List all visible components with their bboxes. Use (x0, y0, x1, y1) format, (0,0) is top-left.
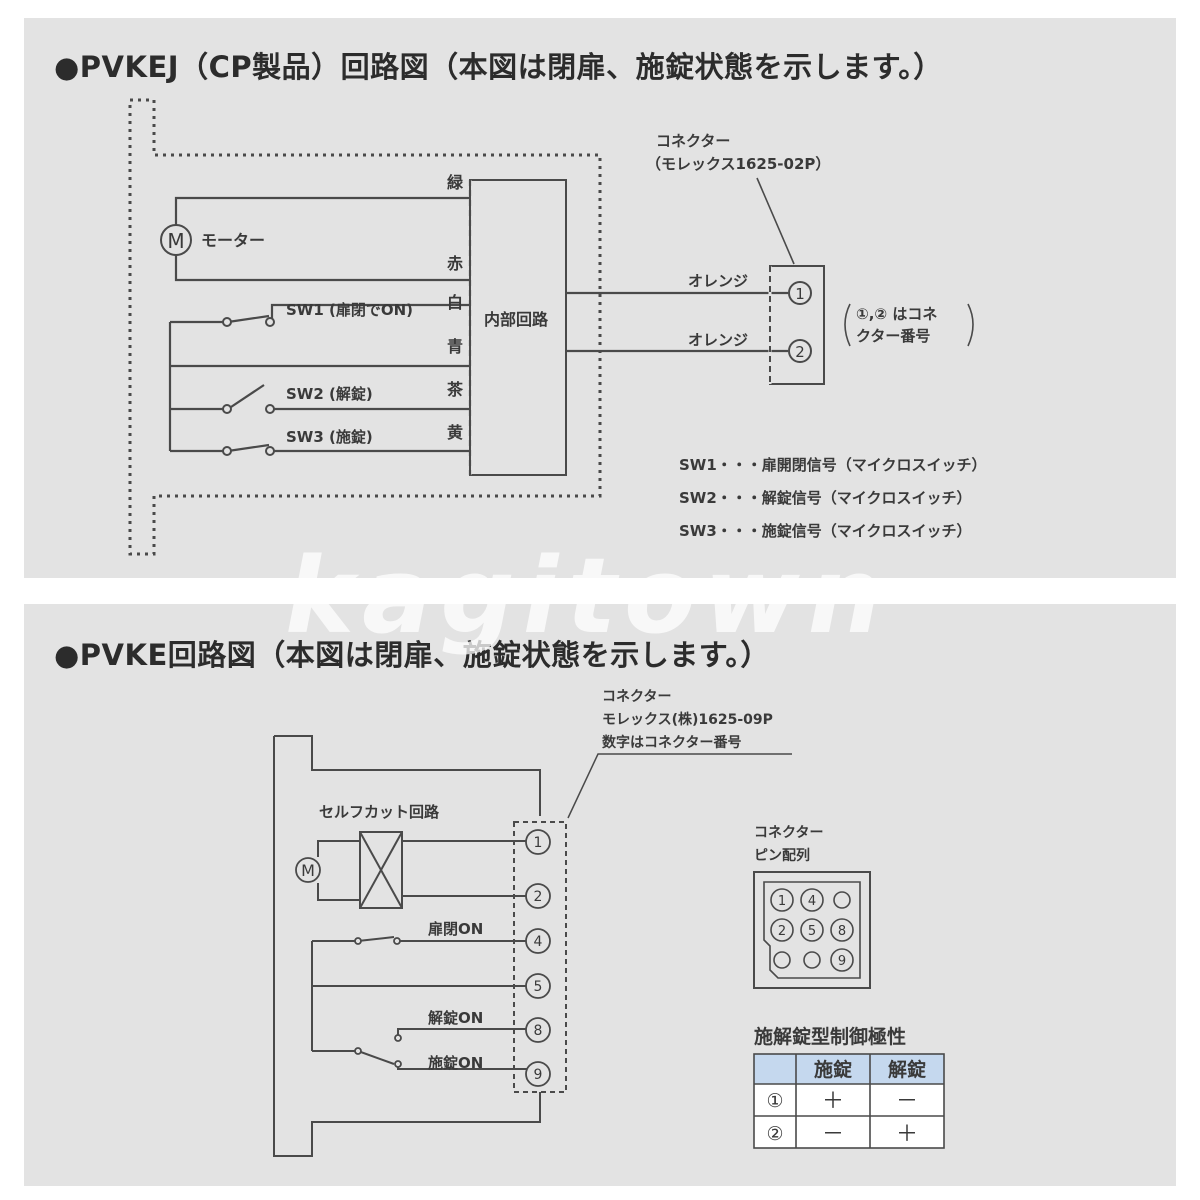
legend-item: SW3・・・施錠信号（マイクロスイッチ） (679, 522, 972, 540)
polarity-cell: － (822, 1122, 844, 1147)
pin-number: 1 (534, 835, 543, 851)
motor-symbol: M (167, 229, 184, 253)
pin-number: 9 (534, 1067, 543, 1083)
pvkej-title: ●PVKEJ（CP製品）回路図（本図は閉扉、施錠状態を示します。） (54, 50, 943, 84)
polarity-cell: － (896, 1089, 918, 1114)
pin-grid-cell (770, 918, 794, 942)
wire-color-label: 緑 (447, 173, 464, 192)
wire-color-label: 青 (447, 337, 463, 356)
pin-grid-cell (830, 948, 854, 972)
pin-grid-cell (803, 951, 821, 969)
motor-wire-bottom (317, 883, 360, 901)
internal-circuit-box (469, 179, 567, 476)
pin-number: 5 (534, 979, 543, 995)
sw1-arm (227, 314, 270, 324)
connector-pin (525, 1017, 551, 1043)
polarity-title: 施解錠型制御極性 (754, 1025, 906, 1048)
pin-number: 8 (534, 1023, 543, 1039)
wire-color-label: 赤 (447, 254, 463, 273)
polarity-cell: ① (766, 1090, 783, 1112)
connector-leader (756, 177, 795, 265)
wire-color-label: 黄 (447, 423, 463, 442)
pin-layout-title: コネクター (754, 825, 823, 841)
orange-label-1: オレンジ (688, 272, 748, 290)
housing-outline (128, 98, 602, 556)
pin-grid-cell (830, 918, 854, 942)
pin-grid-label: 4 (808, 894, 816, 909)
switch-label-lock: 施錠ON (428, 1054, 483, 1072)
polarity-header: 施錠 (814, 1058, 852, 1081)
sw1-wire-b (270, 303, 470, 322)
pvke-title: ●PVKE回路図（本図は閉扉、施錠状態を示します。） (54, 638, 770, 672)
switch-label-door: 扉閉ON (427, 920, 483, 938)
sw3-label: SW3 (施錠) (286, 428, 373, 446)
self-cut-box (359, 831, 403, 909)
wire-color-label: 白 (447, 293, 463, 312)
motor-symbol: M (301, 861, 315, 880)
pin-number: 4 (534, 934, 543, 950)
connector-pin (525, 973, 551, 999)
legend-item: SW1・・・扉開閉信号（マイクロスイッチ） (679, 456, 987, 474)
pin-number: 1 (795, 285, 805, 303)
connector-model: モレックス(株)1625-09P (602, 711, 773, 728)
pin-number: 2 (534, 889, 543, 905)
pvke-circuit-panel: ●PVKE回路図（本図は閉扉、施錠状態を示します。） (24, 604, 1176, 1186)
pvke-diagram: M セルフカット回路 扉閉ON 解錠ON 施錠ON 1 2 4 5 8 9 コネ… (273, 689, 945, 1157)
connector-leader (567, 753, 792, 819)
sw3-arm (227, 443, 270, 453)
motor-wire-top (317, 840, 360, 857)
pin-grid-label: 1 (778, 894, 786, 909)
motor-label: モーター (201, 231, 265, 250)
pin-grid-label: 9 (838, 954, 846, 969)
connector-label: コネクター (602, 689, 671, 705)
pvkej-diagram: M モーター 緑 赤 白 青 茶 黄 内部回路 SW1 (扉閉でON) SW2 … (128, 98, 987, 556)
connector-pin (525, 829, 551, 855)
legend-item: SW2・・・解錠信号（マイクロスイッチ） (679, 489, 972, 507)
sw2-label: SW2 (解錠) (286, 385, 373, 403)
motor-wire-green (174, 196, 470, 226)
pin-grid-label: 5 (808, 924, 816, 939)
motor-icon (160, 224, 192, 256)
connector-pin (525, 1061, 551, 1087)
pin-grid-label: 8 (838, 924, 846, 939)
polarity-cell: ＋ (822, 1089, 844, 1114)
internal-circuit-label: 内部回路 (484, 310, 549, 329)
self-cut-label: セルフカット回路 (319, 803, 440, 821)
polarity-table: 施錠 解錠 ① ＋ － ② － ＋ (753, 1053, 945, 1149)
sw1-label: SW1 (扉閉でON) (286, 301, 413, 319)
connector-note: ①,② はコネ (856, 305, 937, 323)
motor-icon (295, 857, 321, 883)
pin-grid-cell (773, 951, 791, 969)
polarity-cell: ② (766, 1123, 783, 1145)
pin-grid-label: 2 (778, 924, 786, 939)
connector-pin (525, 928, 551, 954)
switch-label-unlock: 解錠ON (428, 1009, 483, 1027)
pin-grid (770, 888, 854, 972)
connector-model: （モレックス1625-02P） (646, 155, 830, 173)
connector-pin-1 (788, 281, 812, 305)
pin-grid-cell (770, 888, 794, 912)
pvkej-circuit-panel: ●PVKEJ（CP製品）回路図（本図は閉扉、施錠状態を示します。） (24, 18, 1176, 578)
connector-label: コネクター (656, 132, 730, 150)
pin-number: 2 (795, 343, 805, 361)
orange-label-2: オレンジ (688, 331, 748, 349)
pin-grid-cell (800, 888, 824, 912)
wire-color-label: 茶 (446, 380, 464, 399)
polarity-header: 解錠 (888, 1058, 926, 1081)
polarity-cell: ＋ (896, 1122, 918, 1147)
connector-housing (513, 821, 567, 1093)
connector-note: 数字はコネクター番号 (602, 734, 741, 751)
motor-wire-red (174, 254, 470, 282)
sw2-arm (227, 384, 265, 410)
watermark: kagitown (285, 535, 890, 657)
connector-pin (525, 883, 551, 909)
connector-note: クター番号 (856, 327, 930, 345)
pin-grid-cell (800, 918, 824, 942)
pin-layout-title: ピン配列 (754, 847, 810, 864)
connector-pin-2 (788, 339, 812, 363)
housing-outline (274, 735, 541, 816)
pin-layout-box (753, 871, 871, 989)
pin-grid-cell (833, 891, 851, 909)
